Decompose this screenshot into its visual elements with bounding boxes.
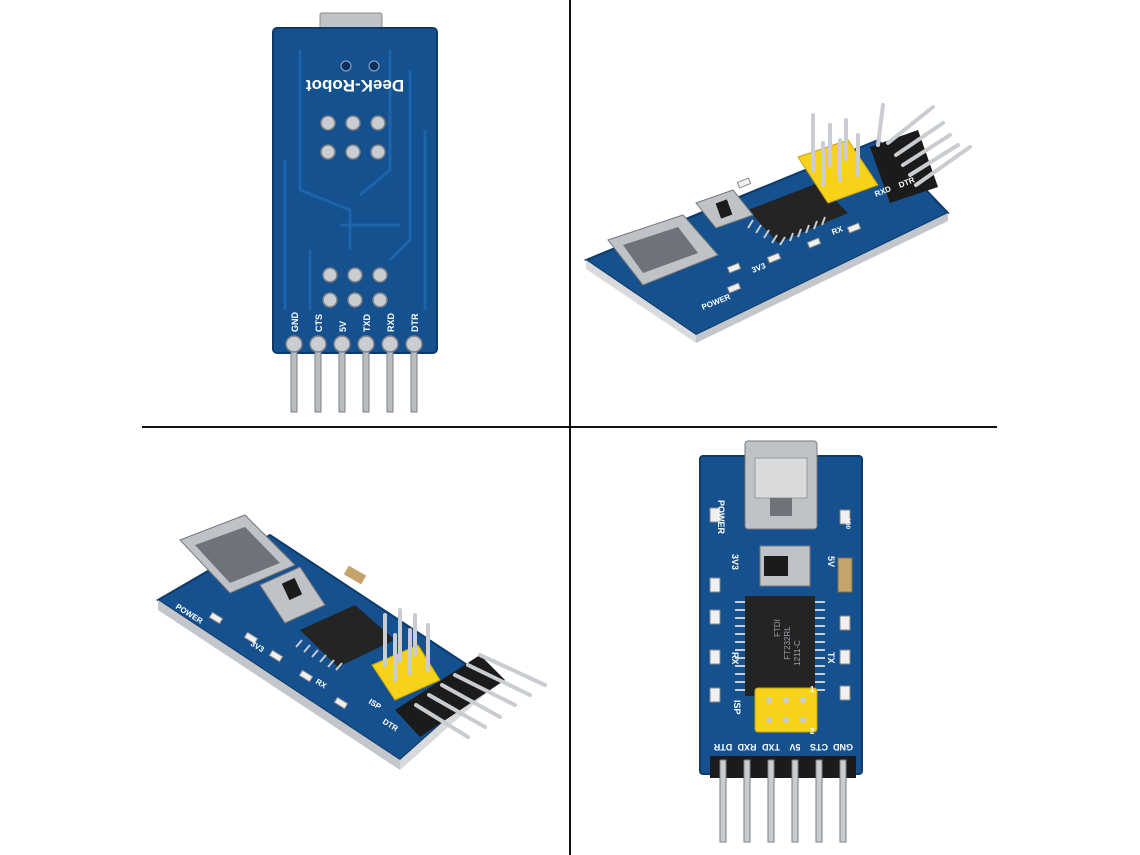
front-pin-label-cts: CTS: [810, 742, 828, 752]
front-header-pins: [710, 756, 856, 843]
front-pin-label-rxd: RXD: [737, 742, 757, 752]
chip-marking: FTDI FT232RL 1211-C: [773, 619, 802, 666]
board-angled-left-svg: POWER 3V3 RX ISP DTR: [156, 514, 547, 770]
back-pin-labels: GND CTS 5V TXD RXD DTR: [290, 312, 420, 333]
board-angled-view-right: TX RX 3V3 POWER RXD DTR: [578, 85, 988, 345]
back-pin-label-gnd: GND: [290, 312, 300, 333]
back-pin-label-cts: CTS: [314, 314, 324, 332]
front-pin-label-txd: TXD: [761, 742, 780, 752]
board-angled-right-svg: TX RX 3V3 POWER RXD DTR: [583, 103, 972, 343]
back-pin-label-5v: 5V: [338, 321, 348, 332]
back-pin-label-dtr: DTR: [410, 313, 420, 332]
front-pin-label-gnd: GND: [833, 742, 854, 752]
front-pin-label-dtr: DTR: [713, 742, 732, 752]
horizontal-divider: [142, 426, 997, 428]
board-front-view: FTDI FT232RL 1211-C POWER 3V3 5V RX TX I…: [690, 438, 870, 848]
front-label-power: POWER: [716, 500, 726, 535]
front-label-1: 1: [810, 685, 815, 694]
right-label-tx: TX: [753, 176, 766, 188]
front-label-resistor: 1D0: [844, 518, 850, 530]
brand-text: DeeK-Robot: [306, 76, 405, 95]
back-pin-label-txd: TXD: [362, 313, 372, 332]
back-pin-label-rxd: RXD: [386, 312, 396, 332]
front-pin-label-5v: 5V: [789, 742, 800, 752]
chip-text-3: 1211-C: [793, 640, 802, 666]
front-label-rx: RX: [730, 652, 740, 665]
board-back-svg: DeeK-Robot GND CTS 5V TXD RXD DTR: [272, 12, 438, 413]
board-front-svg: FTDI FT232RL 1211-C POWER 3V3 5V RX TX I…: [699, 440, 863, 843]
front-pin-labels: DTR RXD TXD 5V CTS GND: [713, 742, 853, 752]
board-angled-view-left: POWER 3V3 RX ISP DTR: [150, 505, 560, 780]
right-label-rx: RX: [830, 224, 844, 237]
front-label-isp: ISP: [732, 700, 742, 715]
chip-text-1: FTDI: [773, 619, 782, 637]
front-label-3v3: 3V3: [730, 554, 740, 570]
front-label-2: 2: [810, 727, 815, 736]
chip-text-2: FT232RL: [783, 626, 792, 660]
front-label-5v: 5V: [826, 556, 836, 567]
back-header-pins: [285, 335, 423, 413]
board-back-view: DeeK-Robot GND CTS 5V TXD RXD DTR: [240, 10, 470, 420]
front-label-tx: TX: [826, 652, 836, 664]
